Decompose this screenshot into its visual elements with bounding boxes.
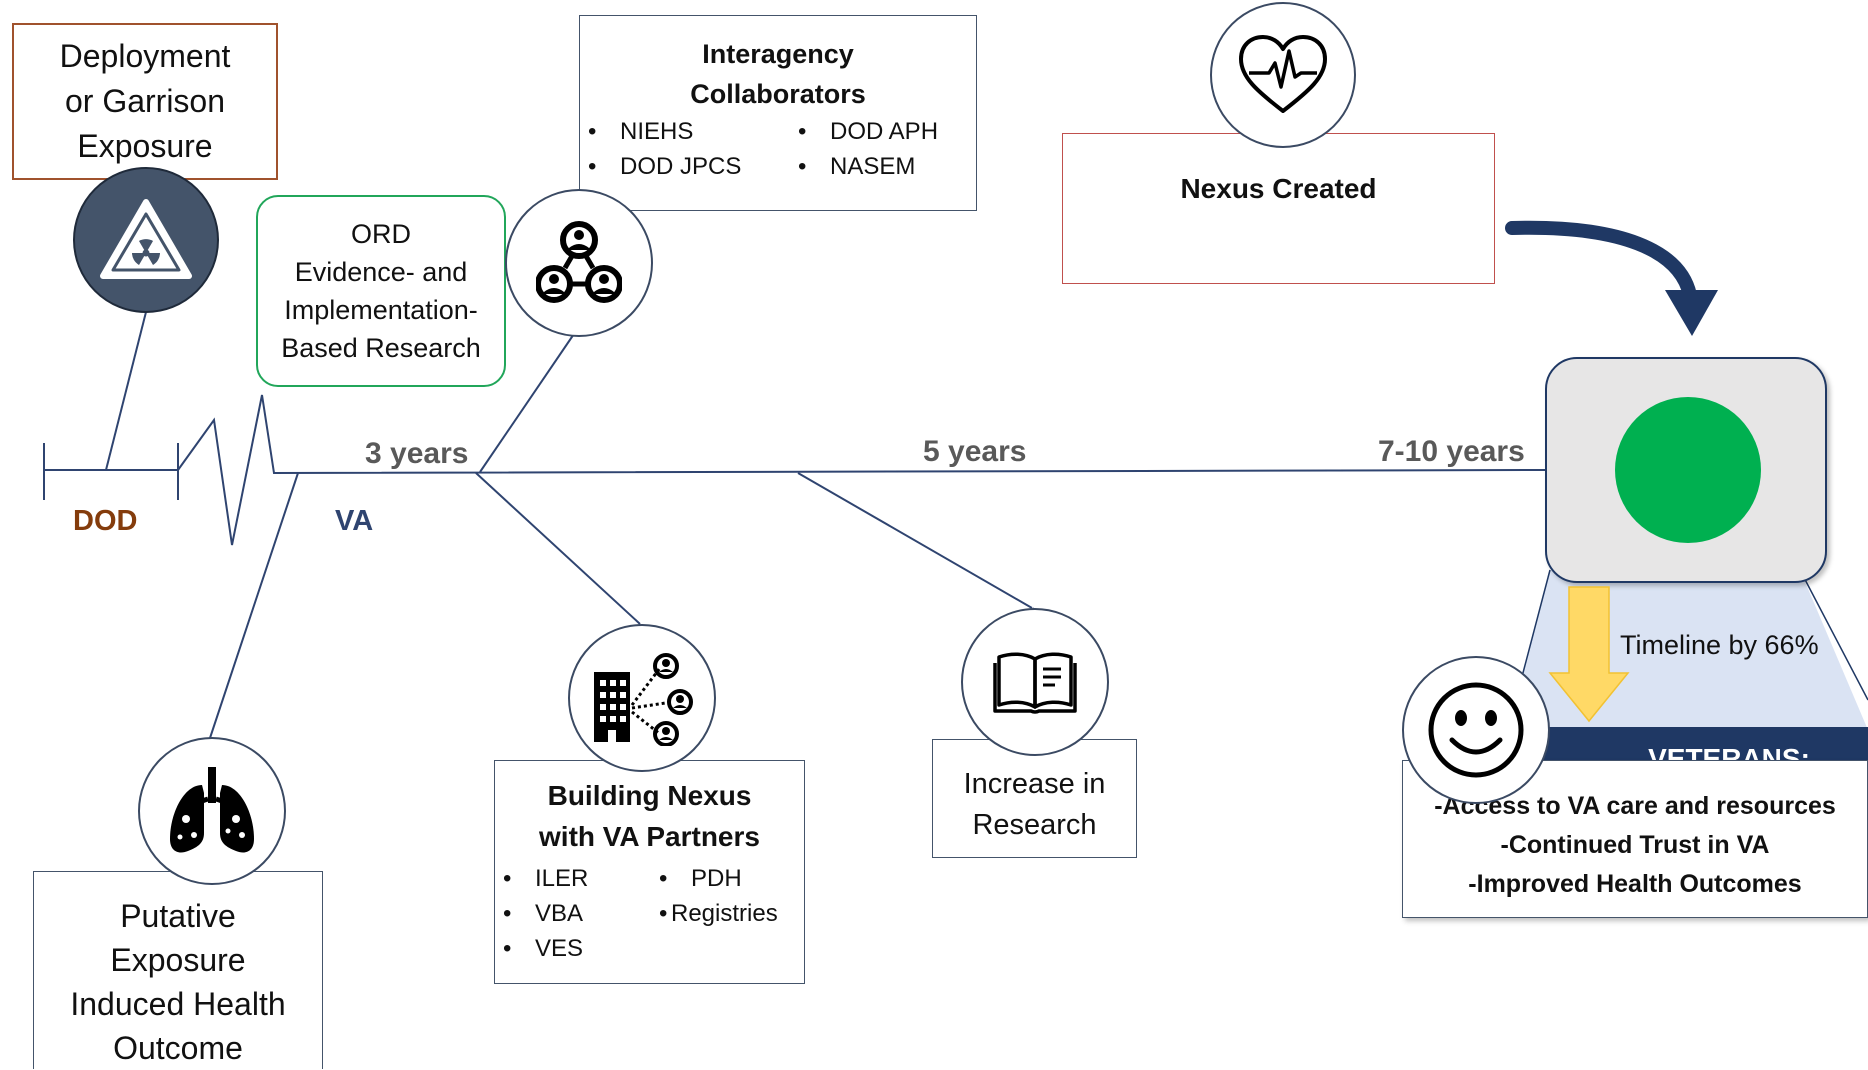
interagency-title: Collaborators (690, 79, 866, 109)
milestone-3-years: 3 years (365, 437, 469, 470)
lungs-icon (170, 767, 254, 853)
curved-arrow-icon (1505, 220, 1697, 302)
exposure-line: or Garrison (64, 83, 226, 119)
putative-outcome-box: Putative Exposure Induced Health Outcome (33, 871, 323, 1069)
ord-research-box: ORD Evidence- and Implementation- Based … (256, 195, 506, 387)
radiation-icon (100, 199, 192, 279)
status-light-box (1545, 357, 1827, 583)
smiley-icon (1428, 682, 1524, 778)
milestone-5-years: 5 years (923, 435, 1027, 468)
network-circle (568, 624, 716, 772)
exposure-box: Deployment or Garrison Exposure (12, 23, 278, 180)
collaboration-icon (536, 221, 622, 303)
veterans-benefit: -Continued Trust in VA (1500, 830, 1770, 859)
book-icon (993, 652, 1077, 714)
partners-title: with VA Partners (539, 821, 760, 852)
heartbeat-icon (1239, 35, 1327, 113)
timeline-line (43, 311, 1549, 739)
ord-line: ORD (351, 219, 411, 249)
collaborator-item: DOD APH (790, 114, 938, 149)
veterans-benefits-box: -Access to VA care and resources -Contin… (1402, 760, 1868, 918)
network-building-icon (594, 653, 693, 746)
exposure-line: Exposure (77, 128, 213, 164)
partner-item: VES (495, 931, 651, 966)
heartbeat-circle (1210, 2, 1356, 148)
ord-line: Evidence- and (294, 257, 468, 287)
interagency-title: Interagency (702, 39, 854, 69)
smiley-circle (1402, 656, 1550, 804)
research-line: Research (972, 808, 1097, 841)
partner-item: VBA (495, 896, 651, 931)
ord-line: Based Research (281, 333, 481, 363)
down-arrow-icon (1548, 586, 1630, 723)
radiation-circle (73, 167, 219, 313)
putative-line: Exposure (110, 941, 246, 978)
exposure-line: Deployment (59, 38, 231, 74)
status-light-icon (1615, 397, 1761, 543)
partners-title: Building Nexus (547, 780, 752, 811)
va-partners-box: Building Nexus with VA Partners ILER VBA… (494, 760, 805, 984)
va-label: VA (335, 505, 374, 537)
collaborator-item: NIEHS (580, 114, 790, 149)
timeline-note: Timeline by 66% (1620, 630, 1819, 660)
milestone-7-10-years: 7-10 years (1378, 435, 1525, 468)
partner-item: ILER (495, 861, 651, 896)
putative-line: Induced Health (70, 985, 286, 1022)
nexus-label: Nexus Created (1180, 172, 1377, 204)
research-line: Increase in (963, 767, 1106, 800)
collaboration-circle (505, 189, 653, 337)
collaborator-item: NASEM (790, 149, 938, 184)
partner-item: Registries (651, 896, 778, 931)
collaborator-item: DOD JPCS (580, 149, 790, 184)
putative-line: Outcome (113, 1029, 243, 1066)
putative-line: Putative (120, 897, 236, 934)
veterans-benefit: -Improved Health Outcomes (1468, 869, 1802, 898)
lungs-circle (138, 737, 286, 885)
dod-label: DOD (73, 505, 138, 537)
increase-research-box: Increase in Research (932, 739, 1137, 858)
book-circle (961, 608, 1109, 756)
ord-line: Implementation- (284, 295, 478, 325)
partner-item: PDH (651, 861, 778, 896)
nexus-created-box: Nexus Created (1062, 133, 1495, 284)
interagency-collaborators-box: Interagency Collaborators NIEHS DOD JPCS… (579, 15, 977, 211)
